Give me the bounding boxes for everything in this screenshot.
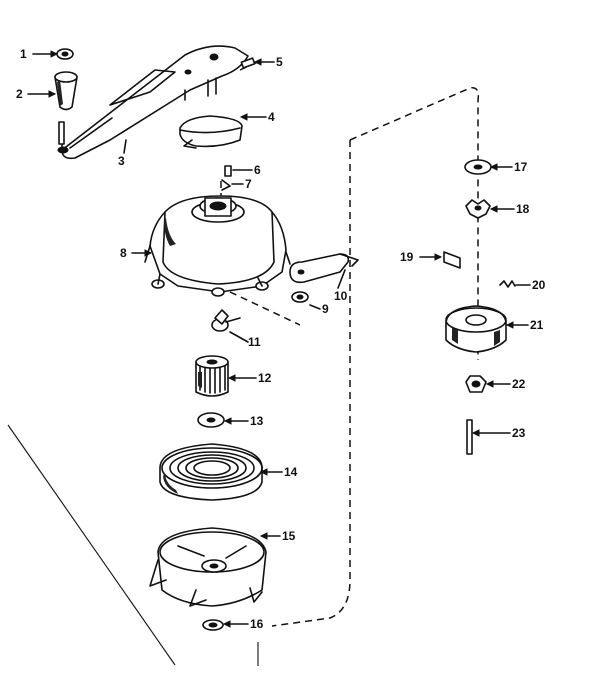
callout-18: 18 xyxy=(516,202,530,216)
callout-16: 16 xyxy=(250,617,264,631)
callout-2: 2 xyxy=(16,87,23,101)
callout-6: 6 xyxy=(254,163,261,177)
part-17-washer xyxy=(464,159,492,175)
part-15-spool-cup xyxy=(149,527,267,607)
callout-4: 4 xyxy=(268,110,275,124)
part-9-washer xyxy=(291,291,309,303)
part-4-spring-band xyxy=(179,115,243,149)
part-22-nut xyxy=(465,375,487,393)
callout-10: 10 xyxy=(334,289,348,303)
part-7-clip xyxy=(221,179,231,191)
part-20-small-spring xyxy=(499,280,516,288)
callout-8: 8 xyxy=(120,246,127,260)
callout-12: 12 xyxy=(258,371,272,385)
callout-1: 1 xyxy=(20,47,27,61)
callout-11: 11 xyxy=(248,335,261,349)
callout-23: 23 xyxy=(512,426,526,440)
part-14-coil-spring xyxy=(159,443,263,501)
leader-lines xyxy=(27,50,531,628)
part-21-hub xyxy=(445,305,507,353)
callout-labels: 1 2 3 4 5 6 7 8 9 10 11 12 13 14 15 16 1… xyxy=(16,47,546,631)
part-19-clip xyxy=(443,251,461,269)
callout-17: 17 xyxy=(514,160,528,174)
callout-13: 13 xyxy=(250,414,264,428)
part-1-washer xyxy=(56,48,74,60)
part-13-washer xyxy=(197,412,225,428)
part-23-rod xyxy=(466,419,473,455)
callout-15: 15 xyxy=(282,529,296,543)
callout-9: 9 xyxy=(322,302,329,316)
part-2-knob xyxy=(54,71,78,111)
callout-14: 14 xyxy=(284,465,298,479)
callout-21: 21 xyxy=(530,318,544,332)
callout-7: 7 xyxy=(245,177,252,191)
part-3-lever-arm xyxy=(57,45,249,160)
part-11-shaft-pin xyxy=(211,309,241,332)
part-12-gear-spool xyxy=(195,355,229,397)
part-8-housing xyxy=(144,195,291,297)
part-6-screw xyxy=(224,165,232,177)
part-18-star-nut xyxy=(465,199,491,219)
part-5-pin xyxy=(240,57,256,69)
callout-19: 19 xyxy=(400,250,414,264)
part-10-link-arm xyxy=(289,253,359,284)
callout-5: 5 xyxy=(276,55,283,69)
part-16-washer xyxy=(202,619,224,631)
callout-3: 3 xyxy=(118,154,125,168)
callout-22: 22 xyxy=(512,377,526,391)
page-edge-lines xyxy=(7,424,259,666)
callout-20: 20 xyxy=(532,278,546,292)
